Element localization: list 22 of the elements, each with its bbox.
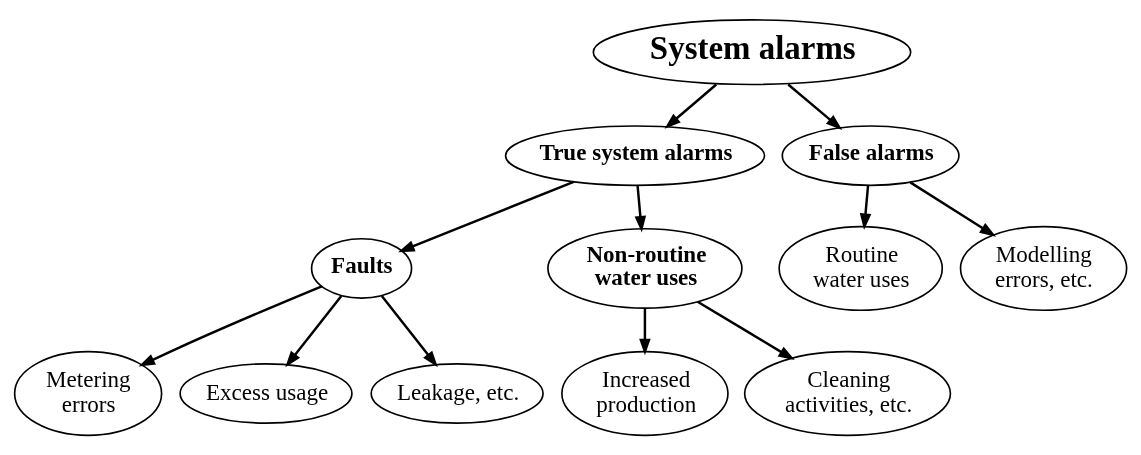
- node-ellipse: Faults: [310, 237, 413, 299]
- arrow: [639, 308, 651, 356]
- arrow: [285, 295, 343, 368]
- node-ellipse: Excess usage: [179, 363, 353, 424]
- arrow: [664, 83, 718, 129]
- arrow: [909, 181, 997, 237]
- node-ellipse: Metering errors: [13, 350, 163, 437]
- node-ellipse: Increased production: [561, 350, 729, 437]
- node-ellipse: Leakage, etc.: [370, 363, 544, 424]
- arrow: [697, 300, 795, 361]
- node-ellipse: True system alarms: [504, 125, 766, 187]
- arrow: [787, 83, 843, 131]
- arrow: [398, 180, 575, 253]
- node-ellipse: False alarms: [781, 125, 960, 187]
- arrow: [380, 295, 438, 368]
- node-ellipse: Routine water uses: [778, 225, 944, 312]
- arrow: [859, 185, 872, 231]
- arrow: [138, 285, 323, 367]
- node-ellipse: Cleaning activities, etc.: [743, 350, 952, 437]
- node-ellipse: System alarms: [592, 19, 912, 86]
- arrow: [634, 185, 647, 233]
- node-ellipse: Non-routine water uses: [547, 227, 743, 309]
